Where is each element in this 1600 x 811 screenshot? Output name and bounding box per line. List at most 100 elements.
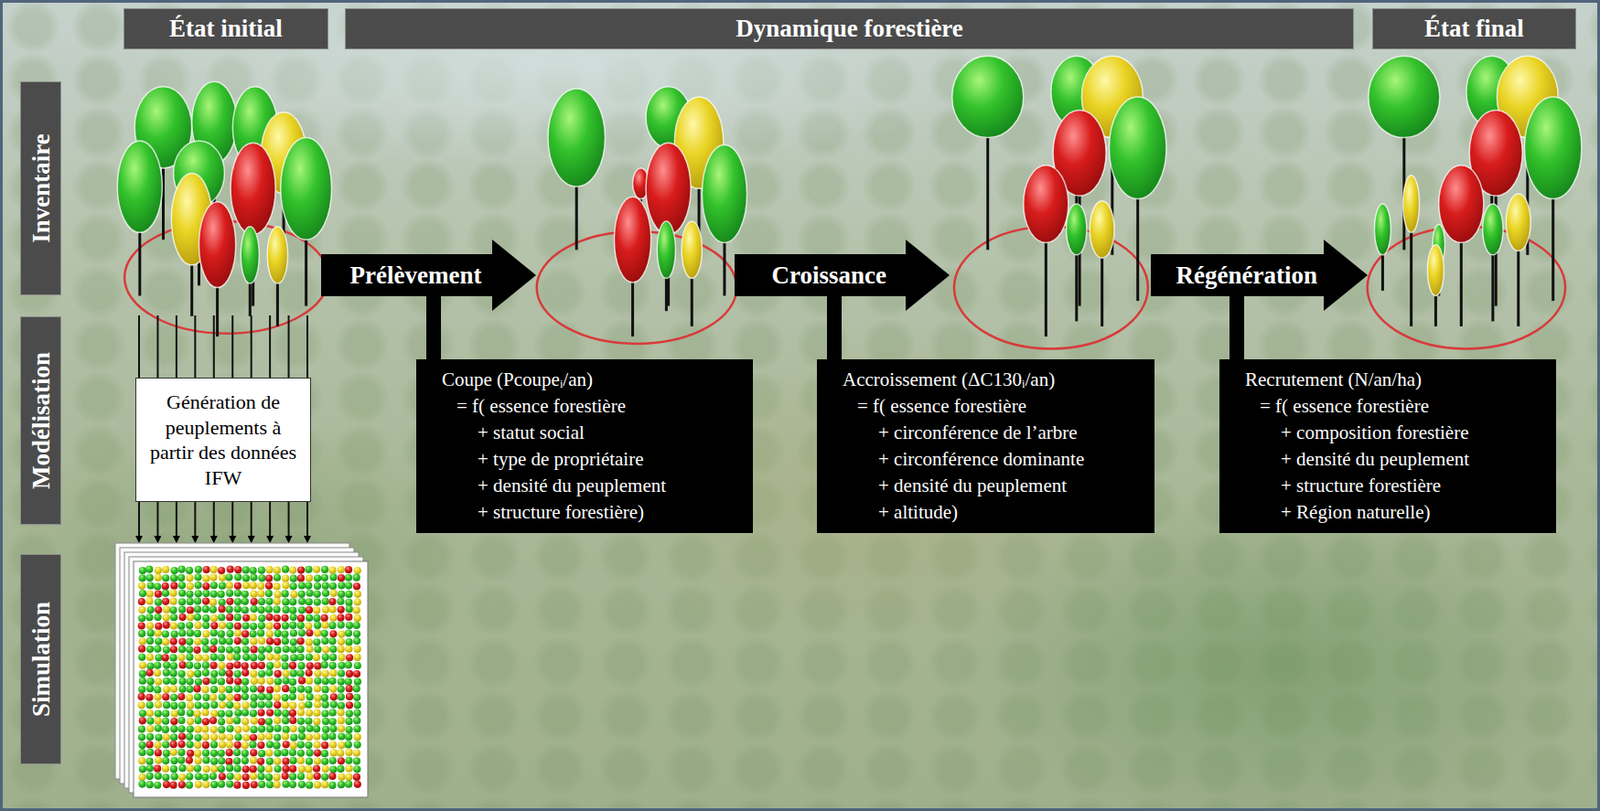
tree-dot	[161, 773, 170, 782]
tree-dot	[185, 773, 194, 781]
tree-dot	[249, 685, 258, 693]
tree-dot	[169, 590, 177, 598]
tree-dot	[298, 629, 306, 637]
tree-dot	[313, 757, 322, 765]
tree-dot	[169, 606, 177, 614]
tree-dot	[154, 654, 162, 662]
tree-dot	[273, 598, 281, 606]
tree-dot	[241, 693, 249, 701]
tree-dot	[353, 670, 361, 678]
formula-line: + Région naturelle)	[1245, 499, 1430, 527]
tree-dot	[281, 717, 290, 725]
tree-dot	[322, 670, 330, 678]
tree-dot	[249, 701, 258, 709]
tree-dot	[210, 614, 218, 623]
tree-dot	[186, 677, 194, 686]
tree-dot	[178, 590, 186, 598]
tree-dot	[225, 694, 234, 702]
data-line	[175, 315, 178, 378]
tree-dot	[210, 566, 218, 574]
tree-dot	[146, 733, 154, 741]
tree-crown	[1108, 96, 1166, 200]
tree-dot	[344, 733, 353, 741]
tree-dot	[249, 645, 258, 654]
tree-dot	[289, 582, 298, 591]
tree-dot	[249, 630, 258, 638]
tree-dot	[304, 581, 312, 590]
tree-dot	[154, 701, 162, 709]
tree-dot	[321, 781, 329, 789]
tree-dot	[312, 718, 321, 726]
tree-dot	[225, 573, 233, 581]
tree-dot	[225, 686, 233, 694]
tree-dot	[266, 740, 274, 749]
tree-dot	[234, 773, 242, 782]
tree-dot	[337, 654, 345, 662]
tree-dot	[249, 757, 258, 765]
tree-dot	[178, 701, 186, 709]
tree-dot	[250, 677, 258, 686]
tree-dot	[162, 701, 171, 709]
tree-dot	[304, 566, 312, 574]
tree-dot	[321, 694, 329, 702]
tree-dot	[329, 573, 337, 581]
tree-dot	[161, 566, 170, 574]
tree-dot	[289, 622, 297, 630]
tree-dot	[313, 629, 322, 637]
tree-dot	[201, 773, 209, 782]
tree-dot	[312, 566, 321, 574]
tree-dot	[146, 773, 154, 781]
tree-crown	[1374, 204, 1391, 256]
tree-dot	[194, 566, 203, 574]
tree-dot	[353, 757, 361, 765]
data-line	[268, 315, 271, 378]
tree-dot	[145, 598, 153, 606]
tree-dot	[178, 661, 186, 669]
tree-dot	[138, 654, 146, 662]
tree-dot	[257, 606, 266, 614]
tree-dot	[330, 590, 338, 598]
tree-dot	[257, 733, 266, 741]
tree-dot	[313, 781, 322, 789]
tree-dot	[321, 630, 329, 638]
tree-dot	[234, 637, 242, 645]
tree-dot	[177, 654, 185, 662]
tree-dot	[225, 670, 234, 678]
tree-dot	[185, 567, 194, 575]
tree-dot	[289, 662, 297, 670]
tree-dot	[217, 654, 226, 662]
formula-line: + structure forestière)	[441, 499, 645, 527]
tree-dot	[154, 606, 162, 614]
tree-dot	[193, 670, 202, 678]
tree-dot	[281, 622, 290, 630]
tree-dot	[217, 750, 226, 758]
tree-dot	[345, 605, 354, 613]
tree-dot	[280, 630, 289, 638]
tree-dot	[289, 773, 297, 781]
tree-dot	[170, 733, 178, 741]
data-arrow	[306, 502, 309, 542]
tree-dot	[273, 685, 281, 693]
tree-dot	[297, 718, 305, 726]
tree-dot	[336, 750, 344, 758]
tree-dot	[306, 645, 314, 654]
tree-dot	[202, 669, 210, 677]
tree-dot	[161, 638, 170, 646]
row-label: Simulation	[26, 601, 55, 718]
connector-stem	[826, 295, 842, 361]
tree-crown	[681, 221, 702, 279]
tree-dot	[138, 749, 146, 757]
tree-crown	[1066, 204, 1087, 256]
tree-dot	[201, 638, 209, 646]
tree-dot	[353, 622, 361, 630]
tree-dot	[344, 757, 353, 765]
tree-dot	[298, 702, 306, 710]
tree-dot	[337, 590, 345, 599]
tree-dot	[274, 590, 282, 599]
tree-dot	[154, 574, 162, 582]
tree-dot	[170, 725, 178, 733]
tree-dot	[265, 718, 273, 726]
tree-dot	[353, 773, 361, 782]
tree-dot	[210, 750, 218, 758]
formula-line: + densité du peuplement	[441, 472, 666, 500]
